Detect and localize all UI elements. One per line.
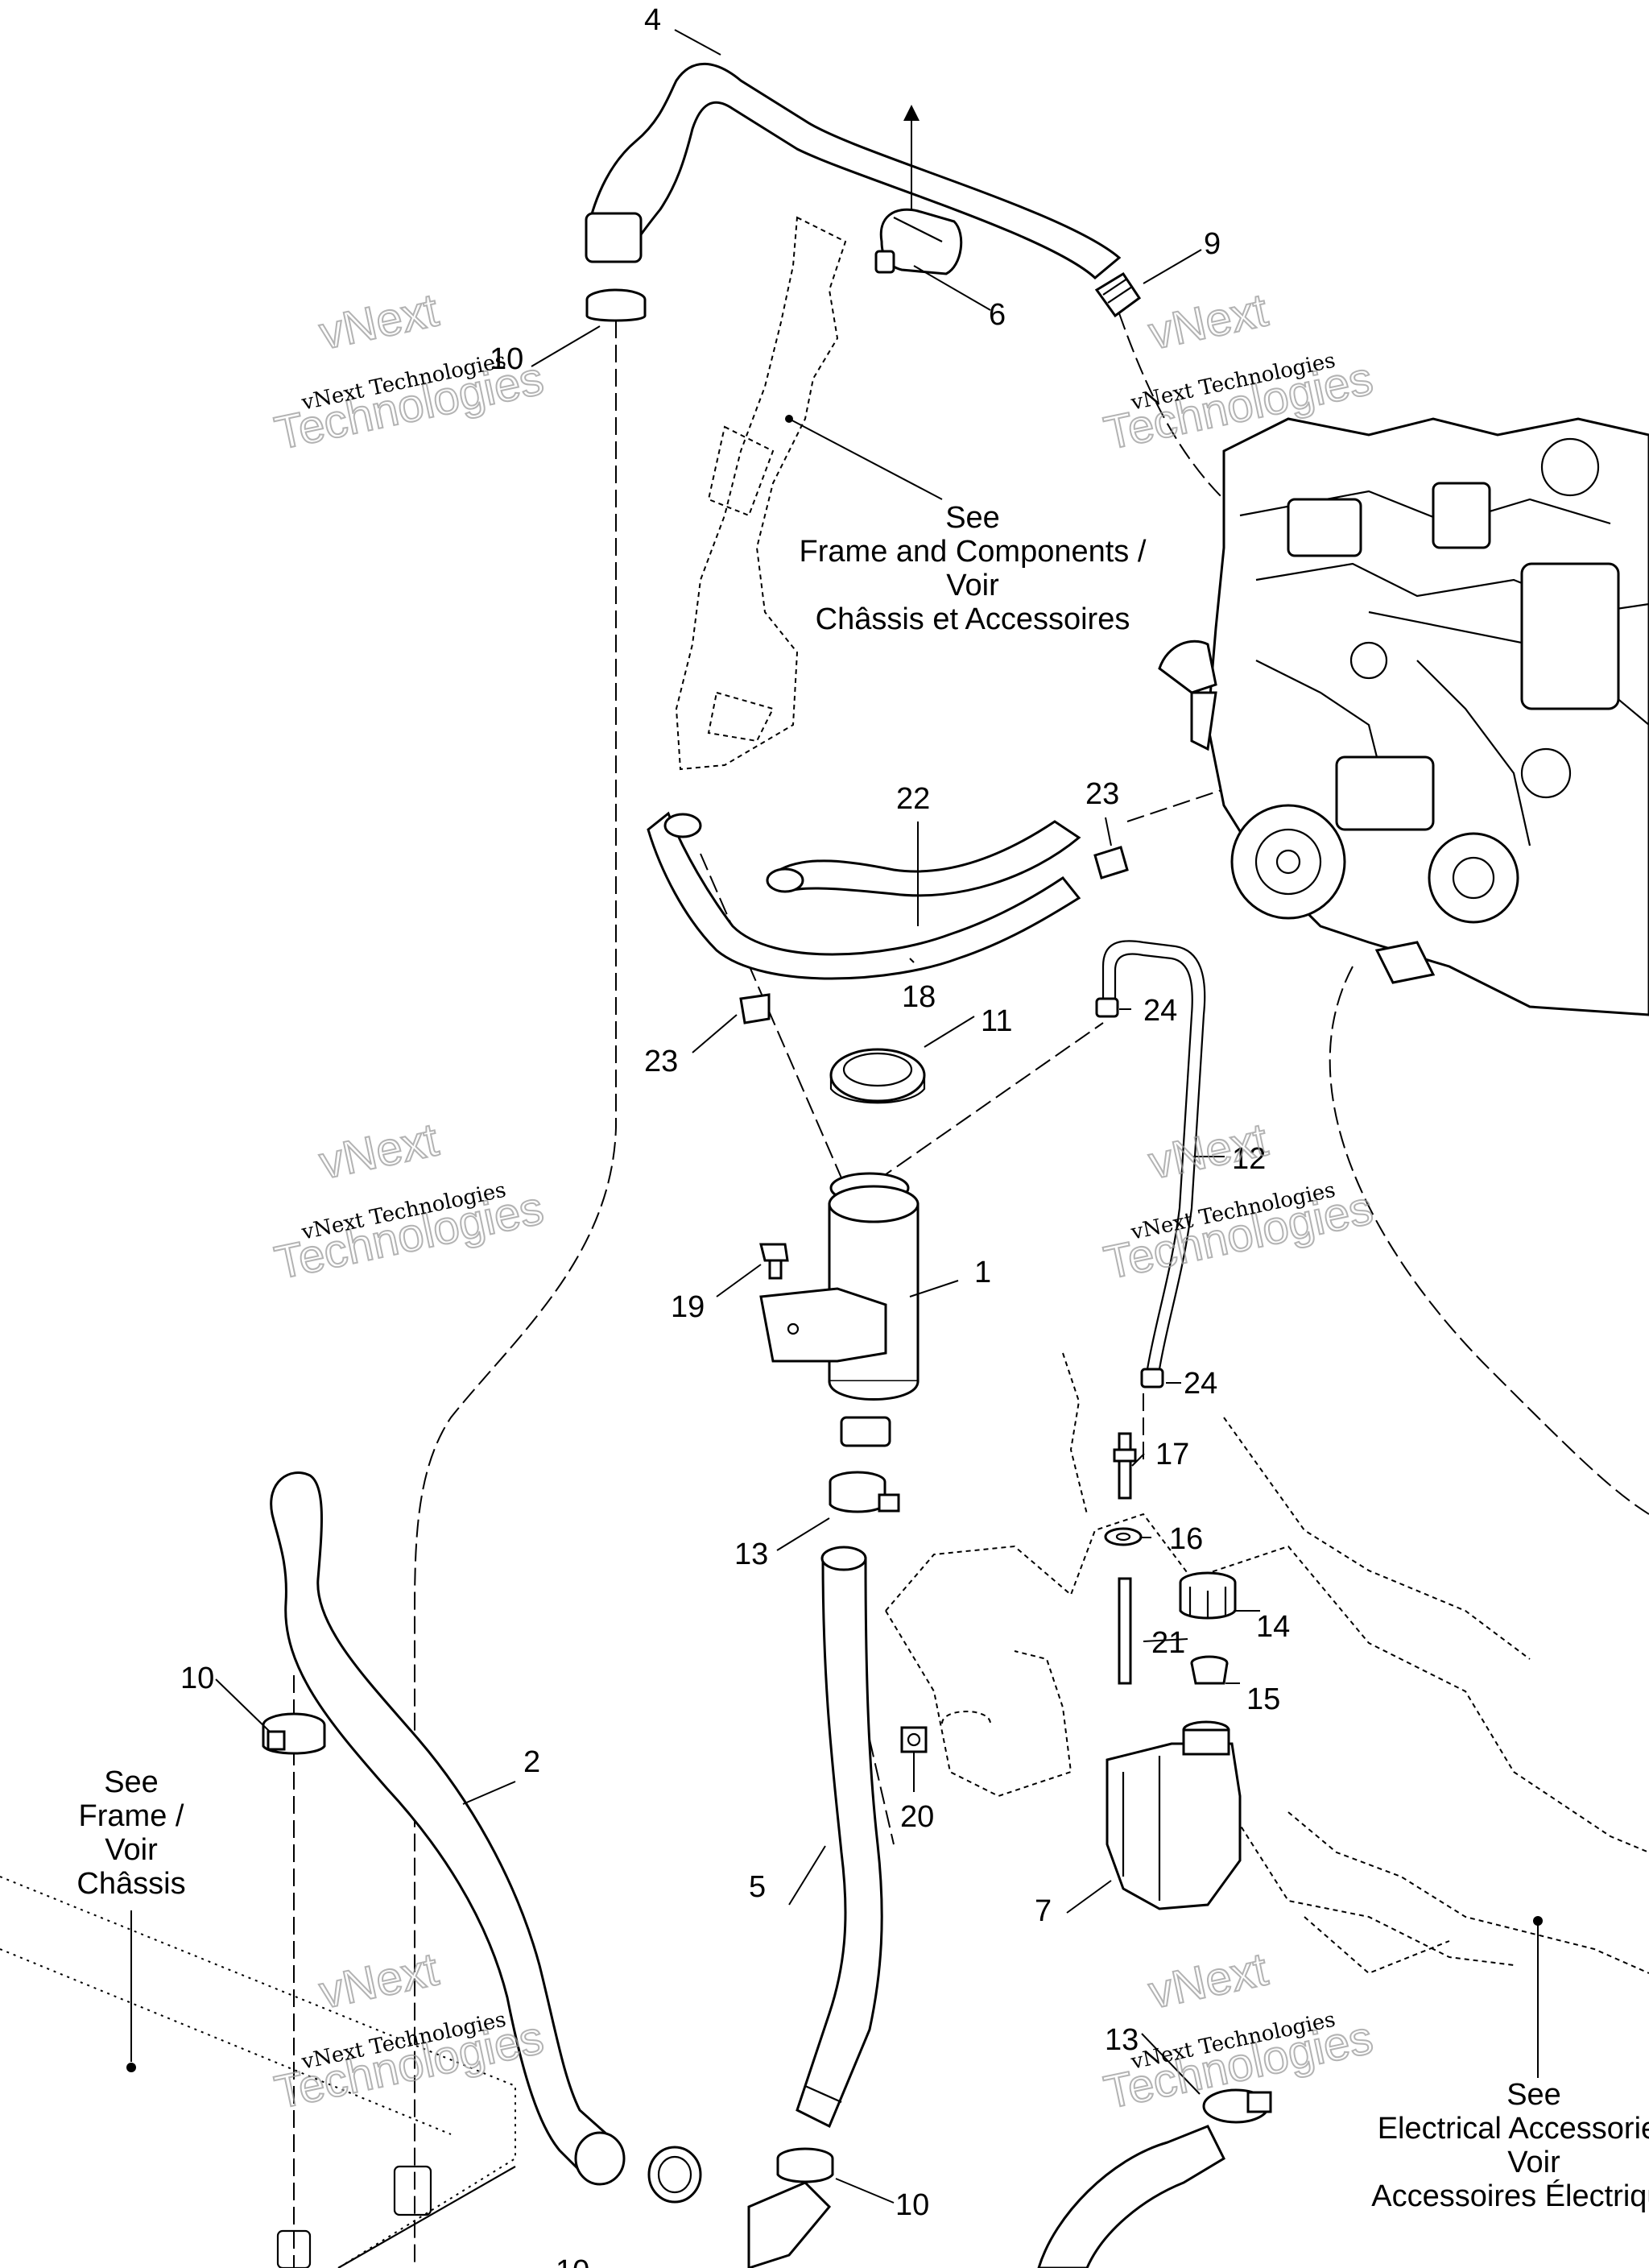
callout-16: 16 <box>1169 1522 1203 1556</box>
svg-text:Châssis et Accessoires: Châssis et Accessoires <box>816 602 1130 636</box>
callout-1: 1 <box>974 1256 991 1289</box>
svg-text:vNext: vNext <box>1144 1113 1272 1189</box>
hose-22 <box>766 820 1081 897</box>
clamp-13-upper <box>829 1471 900 1513</box>
callout-12: 12 <box>1232 1142 1266 1176</box>
hose-lower-right <box>1037 2125 1225 2268</box>
engine <box>1158 417 1649 1016</box>
svg-text:Voir: Voir <box>105 1833 158 1867</box>
routing-lines <box>293 289 1649 2268</box>
svg-text:See: See <box>104 1765 159 1799</box>
fitting-17 <box>1113 1432 1137 1500</box>
nut-20 <box>900 1726 928 1753</box>
clamp-24-lower <box>1140 1368 1164 1389</box>
gasket-15 <box>1190 1655 1229 1685</box>
watermark-top-left: vNext Technologies vNext Technologies <box>270 283 549 461</box>
callout-24-upper: 24 <box>1143 994 1177 1028</box>
svg-text:See: See <box>1506 2078 1561 2112</box>
callout-2: 2 <box>523 1745 540 1779</box>
callout-23-left: 23 <box>644 1045 678 1078</box>
clamp-10-upper <box>585 288 647 322</box>
svg-text:Accessoires Électriques: Accessoires Électriques <box>1371 2179 1649 2213</box>
clamp-23-right <box>1093 846 1129 879</box>
cap-14 <box>1179 1571 1237 1620</box>
svg-text:Frame /: Frame / <box>79 1799 184 1833</box>
callout-11: 11 <box>981 1004 1012 1038</box>
callout-4: 4 <box>644 3 661 37</box>
reservoir-7 <box>1106 1720 1242 1910</box>
hose-12 <box>1101 940 1206 1370</box>
callout-10-bottom: 10 <box>895 2188 929 2222</box>
clamp-24-upper <box>1095 997 1119 1018</box>
callout-17: 17 <box>1155 1438 1189 1471</box>
svg-text:Voir: Voir <box>946 569 999 602</box>
callout-10-upper: 10 <box>490 342 523 376</box>
callout-9: 9 <box>1204 227 1221 261</box>
svg-text:See: See <box>945 501 1000 535</box>
clamp-10-bottom-mid <box>647 2146 702 2204</box>
radiator <box>0 1876 832 2268</box>
callout-24-lower: 24 <box>1184 1367 1217 1401</box>
hose-4 <box>585 62 1122 279</box>
grommet-16 <box>1104 1527 1143 1546</box>
callout-numbers: 4 9 6 10 22 23 18 24 11 23 12 1 19 24 17… <box>180 3 1290 2268</box>
callout-5: 5 <box>749 1870 766 1904</box>
callout-10-left: 10 <box>180 1662 214 1695</box>
hose-2 <box>270 1471 626 2186</box>
clamp-10-left <box>262 1712 326 1755</box>
electrical-area <box>885 1352 1649 1975</box>
clamp-23-left <box>739 993 771 1024</box>
callout-19: 19 <box>671 1290 705 1324</box>
svg-text:vNext: vNext <box>1144 284 1272 359</box>
cap-11 <box>829 1048 926 1104</box>
hose-5 <box>796 1546 883 2129</box>
tube-21 <box>1118 1577 1132 1685</box>
note-frame: See Frame / Voir Châssis <box>76 1765 185 1901</box>
leader-lines <box>126 29 1543 2204</box>
callout-15: 15 <box>1246 1682 1280 1716</box>
callout-13-upper: 13 <box>734 1538 768 1571</box>
callout-22: 22 <box>896 782 930 816</box>
callout-10-edge: 10 <box>556 2254 589 2268</box>
note-frame-components: See Frame and Components / Voir Châssis … <box>800 501 1147 636</box>
callout-14: 14 <box>1256 1610 1290 1644</box>
callout-20: 20 <box>900 1800 934 1834</box>
callout-18: 18 <box>902 980 936 1014</box>
coolant-tank-1 <box>759 1172 920 1447</box>
svg-text:vNext: vNext <box>315 284 443 359</box>
fitting-9 <box>1094 271 1142 318</box>
svg-text:Châssis: Châssis <box>76 1867 185 1901</box>
svg-text:vNext: vNext <box>315 1113 443 1189</box>
hose-18 <box>647 811 1081 980</box>
callout-13-lower: 13 <box>1105 2023 1139 2057</box>
watermark-mid-right: vNext Technologies vNext Technologies <box>1099 1112 1378 1290</box>
watermark-bottom-right: vNext Technologies vNext Technologies <box>1099 1942 1378 2120</box>
svg-text:Frame and Components /: Frame and Components / <box>800 535 1147 569</box>
frame-bracket <box>675 216 847 771</box>
callout-21: 21 <box>1151 1626 1185 1660</box>
bolt-19 <box>759 1243 789 1280</box>
watermark-mid-left: vNext Technologies vNext Technologies <box>270 1112 549 1290</box>
svg-text:vNext: vNext <box>1144 1943 1272 2018</box>
clamp-10-bottom-right <box>776 2147 834 2183</box>
svg-text:Electrical Accessories /: Electrical Accessories / <box>1378 2112 1649 2146</box>
svg-text:Voir: Voir <box>1507 2146 1560 2179</box>
clamp-13-lower <box>1202 2088 1272 2124</box>
callout-7: 7 <box>1035 1894 1052 1928</box>
clamp-6 <box>874 105 963 275</box>
note-electrical: See Electrical Accessories / Voir Access… <box>1371 2078 1649 2213</box>
callout-6: 6 <box>989 298 1006 332</box>
svg-text:vNext: vNext <box>315 1943 443 2018</box>
callout-23-right: 23 <box>1085 777 1119 811</box>
